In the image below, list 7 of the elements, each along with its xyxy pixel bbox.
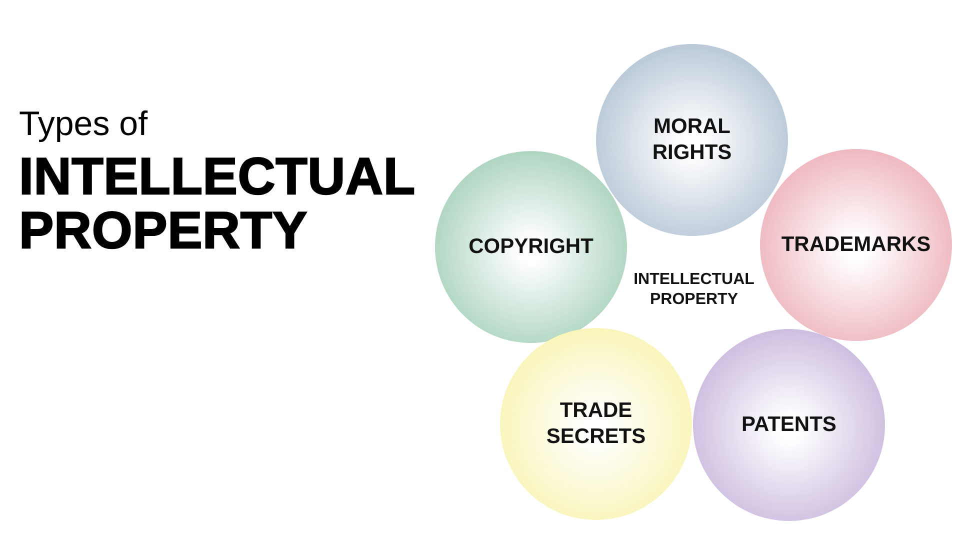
category-label: MORAL RIGHTS <box>651 114 733 166</box>
center-label: INTELLECTUAL PROPERTY <box>632 270 756 310</box>
category-label: TRADEMARKS <box>780 232 932 258</box>
category-label: COPYRIGHT <box>468 234 594 260</box>
title: Types of INTELLECTUAL PROPERTY <box>19 104 416 258</box>
category-label: PATENTS <box>740 412 838 438</box>
category-label: TRADE SECRETS <box>545 398 647 450</box>
